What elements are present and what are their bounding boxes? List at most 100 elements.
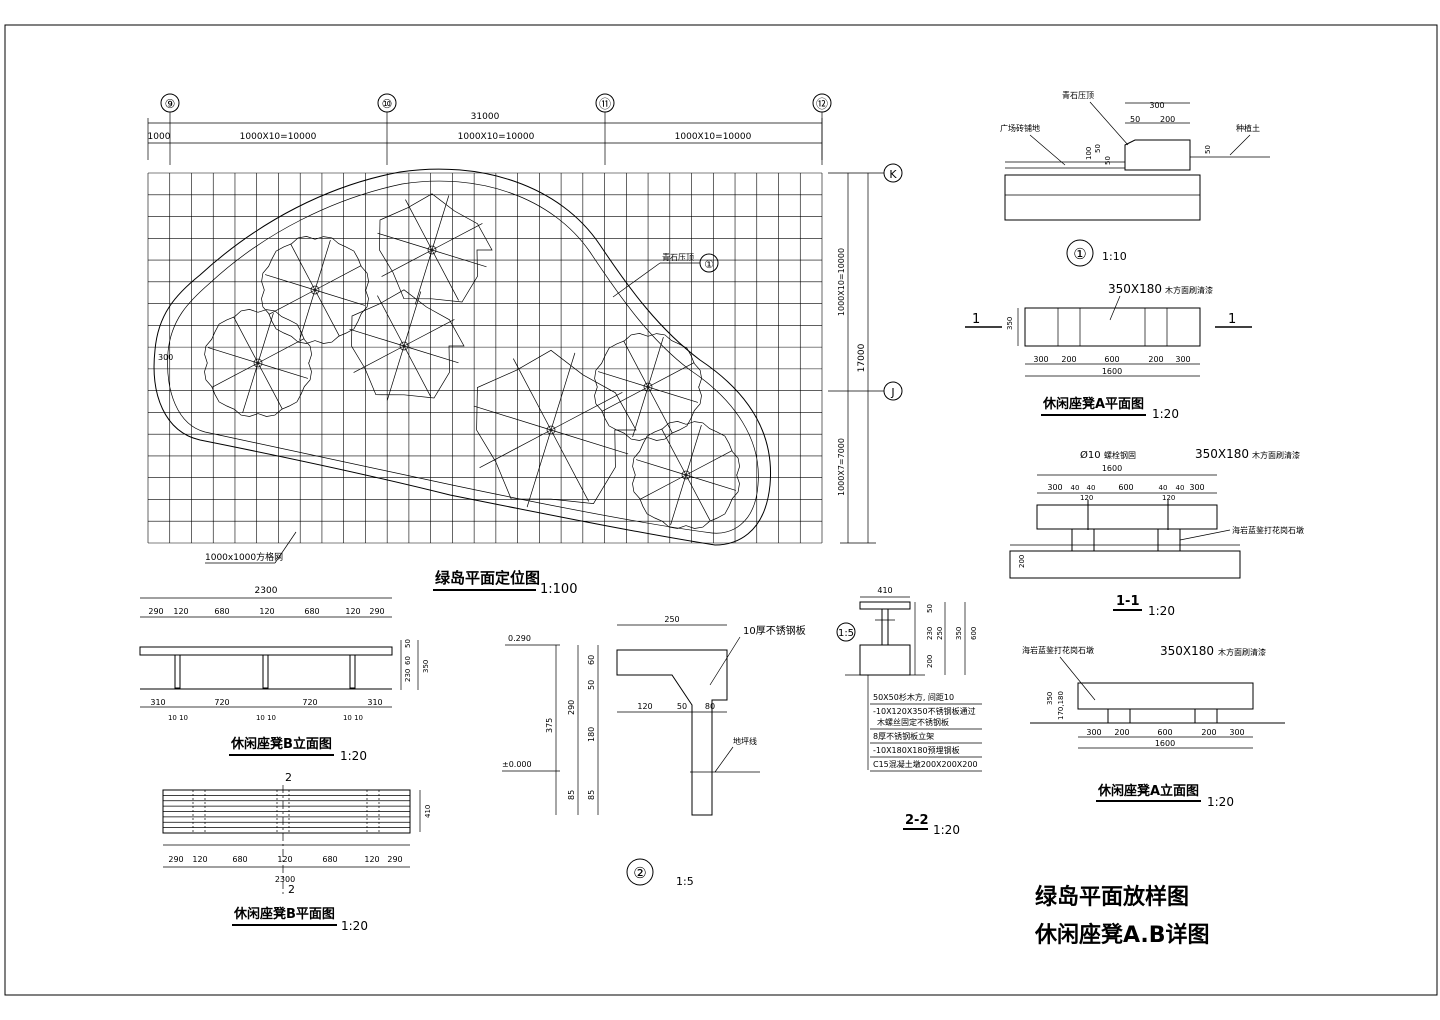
bbe-bot-dim: 720 [214,698,229,707]
tree-branch [242,362,259,414]
axis-9: ⑨ [165,97,176,111]
tree-branch [403,319,455,347]
tree-trunk [427,245,437,255]
plan-scale: 1:100 [540,582,577,597]
s11-sub: 120 [1162,494,1175,502]
tree-branch [632,386,649,438]
tree-canopy [261,236,369,344]
ba-section-right: 1 [1228,312,1236,327]
bbp-dim: 680 [322,855,337,864]
bae-dim: 300 [1086,728,1101,737]
bench-b-elevation: 2300 290 120 680 120 680 120 290 310 720… [139,586,430,763]
bbe-total: 2300 [255,586,278,596]
bae-dim: 200 [1114,728,1129,737]
tree-branch [431,195,450,251]
tree-branch [268,289,316,315]
bbe-side: 230 [404,669,412,682]
ba-side: 350 [1006,317,1014,330]
bbe-dim: 120 [259,607,274,616]
tree-branch [314,239,331,291]
tree-branch [353,345,405,373]
d2-dim: 85 [587,790,596,800]
tree-branch [381,249,433,277]
s11-dim: 40 [1071,484,1080,492]
tree-branch [550,352,576,431]
tree-branch [257,362,309,379]
s11-wood: 350X180 [1195,447,1249,461]
tree-branch [377,295,405,347]
s11-dim: 40 [1159,484,1168,492]
tree-canopy [594,333,702,441]
bbp-dim: 290 [168,855,183,864]
d2-dim: 60 [587,655,596,665]
tree-branch [685,474,711,522]
curb-label: 青石压顶 [662,252,694,262]
tree-branch [257,312,274,364]
bbe-dim: 120 [173,607,188,616]
tree-branch [314,265,362,291]
tree-branch [639,474,687,500]
s22-notes: 50X50杉木方, 间距10 -10X120X350不锈钢板通过 木螺丝固定不锈… [870,692,982,772]
tree-canopy [632,421,740,529]
bbp-scale: 1:20 [341,919,368,933]
d2-plate-note: 10厚不锈钢板 [743,624,806,637]
s22-note: 8厚不锈钢板立架 [873,731,934,741]
d1-mark: ① [1073,245,1086,263]
tree-canopy [379,193,493,303]
bbp-dim: 290 [387,855,402,864]
ba-dim: 200 [1061,355,1076,364]
s22-top-dim: 410 [877,586,892,595]
d2-bot-dim: 120 [637,702,652,711]
sheet-frame [4,24,1438,996]
bbp-dim: 120 [277,855,292,864]
d2-bot-dim: 80 [705,702,715,711]
d2-dim: 85 [567,790,576,800]
tree-branch [257,362,283,410]
bae-dim: 600 [1157,728,1172,737]
s22-note: 木螺丝固定不锈钢板 [877,717,949,727]
bae-side: 350 [1046,692,1054,705]
tree-branch [623,340,649,388]
tree-branch [414,249,433,305]
s22-side: 250 [936,627,944,640]
ba-dim: 600 [1104,355,1119,364]
bbe-title: 休闲座凳B立面图 [230,736,332,752]
tree-branch [314,289,366,306]
bbe-dim: 680 [304,607,319,616]
tree-branch [377,232,433,251]
tree-trunk [399,341,409,351]
bae-dim: 300 [1229,728,1244,737]
s22-note: 50X50杉木方, 间距10 [873,692,954,702]
bbe-side: 50 [404,639,412,648]
tree-branch [233,316,259,364]
bbp-dim: 120 [192,855,207,864]
bbe-dim: 680 [214,607,229,616]
bbp-dim: 680 [232,855,247,864]
axis-12: ⑫ [816,97,828,111]
axis-markers: ⑨ ⑩ ⑪ ⑫ K J [160,93,903,401]
d1-dim: 50 [1204,145,1212,154]
ba-total: 1600 [1102,367,1122,376]
s11-dim: 40 [1176,484,1185,492]
tree-branch [550,429,629,455]
dim-right-top: 1000X10=10000 [837,248,846,316]
bbe-dim: 120 [345,607,360,616]
tree-canopy [204,309,312,417]
bbe-dim: 290 [369,607,384,616]
s11-title: 1-1 [1116,594,1140,609]
tree-branch [314,289,340,337]
tree-trunk [546,425,556,435]
detail-2-profile: 0.290 ±0.000 375 290 85 60 50 180 85 250… [502,615,806,888]
s22-note: -10X120X350不锈钢板通过 [873,706,976,716]
bbe-bot-dim: 310 [367,698,382,707]
bae-side: 170,180 [1057,691,1065,720]
bae-stone: 海岩蓝鉴打花岗石墩 [1022,645,1094,655]
s11-bolt-note: 螺栓钢固 [1104,450,1136,460]
tree-branch [647,386,699,403]
ba-plan-top-note: 木方面刷清漆 [1165,285,1213,295]
s11-stone: 海岩蓝鉴打花岗石墩 [1232,525,1304,535]
island-inner-outline [167,180,759,534]
bbp-section: 2 [285,771,292,784]
d2-bot-dim: 50 [677,702,687,711]
s11-total: 1600 [1102,464,1122,473]
